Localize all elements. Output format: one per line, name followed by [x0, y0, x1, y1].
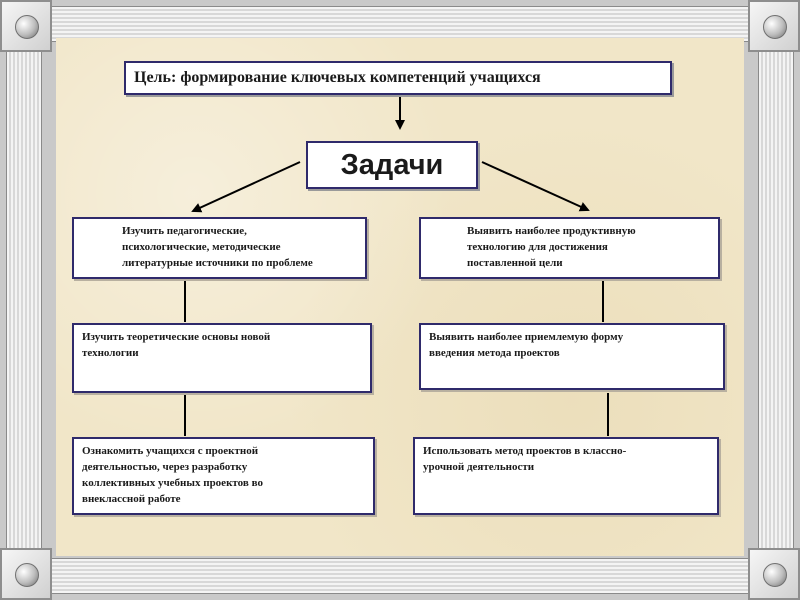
frame-top-bar — [48, 6, 752, 42]
right-task-box-2: Выявить наиболее приемлемую форму введен… — [419, 323, 725, 390]
frame-corner-top-right — [748, 0, 800, 52]
tasks-title-box: Задачи — [306, 141, 478, 189]
corner-knob-icon — [15, 563, 39, 587]
right-task-box-1: Выявить наиболее продуктивную технологию… — [419, 217, 720, 279]
right-task-text-1: Выявить наиболее продуктивную технологию… — [467, 225, 636, 269]
goal-text: Цель: формирование ключевых компетенций … — [134, 69, 541, 86]
right-task-text-2: Выявить наиболее приемлемую форму введен… — [429, 331, 624, 359]
frame-corner-bottom-right — [748, 548, 800, 600]
left-task-text-1: Изучить педагогические, психологические,… — [122, 225, 313, 269]
frame-right-bar — [758, 48, 794, 552]
left-task-text-2: Изучить теоретические основы новой техно… — [82, 331, 271, 359]
arrow-tasks-to-right — [481, 161, 590, 212]
left-task-box-1: Изучить педагогические, психологические,… — [72, 217, 367, 279]
left-task-text-3: Ознакомить учащихся с проектной деятельн… — [82, 445, 263, 505]
goal-box: Цель: формирование ключевых компетенций … — [124, 61, 672, 95]
right-task-box-3: Использовать метод проектов в классно- у… — [413, 437, 719, 515]
frame-corner-top-left — [0, 0, 52, 52]
corner-knob-icon — [763, 563, 787, 587]
frame-corner-bottom-left — [0, 548, 52, 600]
arrow-tasks-to-left — [191, 161, 301, 213]
left-task-box-3: Ознакомить учащихся с проектной деятельн… — [72, 437, 375, 515]
left-task-box-2: Изучить теоретические основы новой техно… — [72, 323, 372, 393]
corner-knob-icon — [15, 15, 39, 39]
corner-knob-icon — [763, 15, 787, 39]
frame-bottom-bar — [48, 558, 752, 594]
right-task-text-3: Использовать метод проектов в классно- у… — [423, 445, 627, 473]
tasks-title-text: Задачи — [340, 149, 444, 181]
